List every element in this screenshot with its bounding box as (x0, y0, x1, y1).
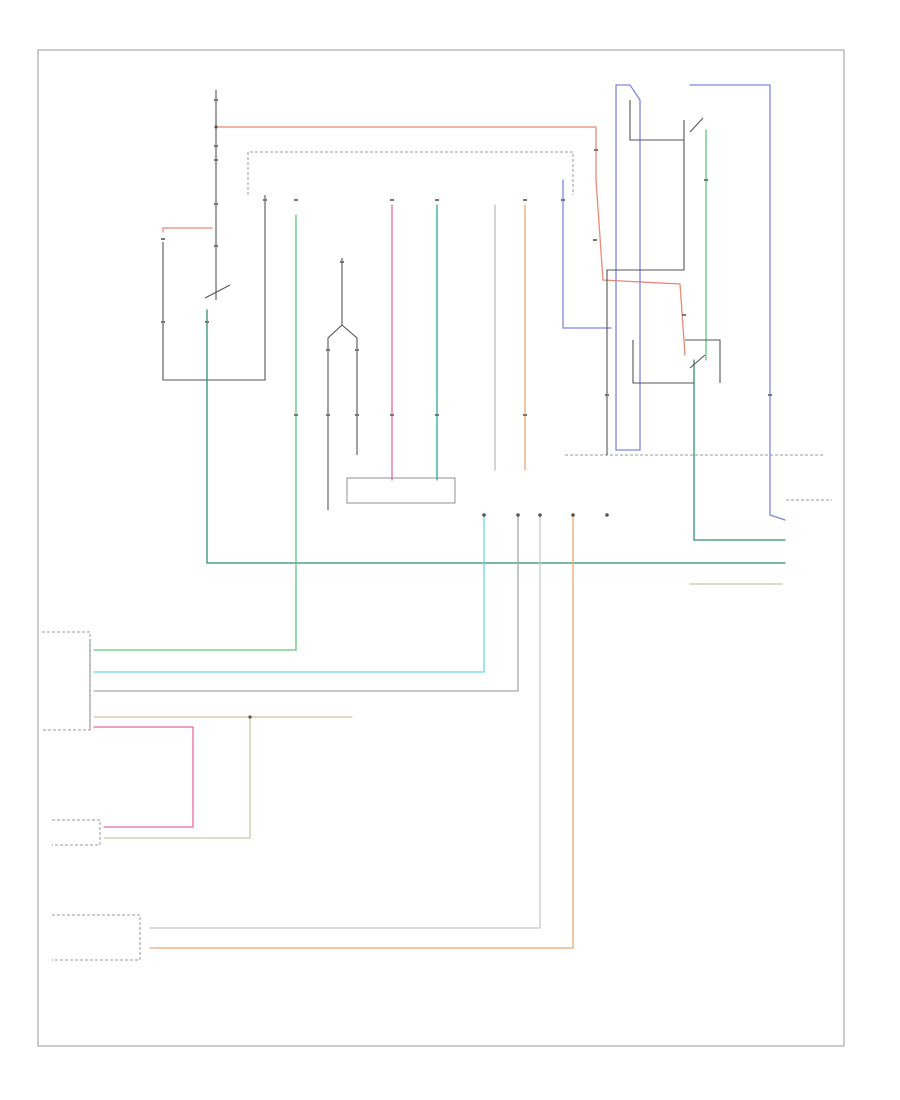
pin-ticks (161, 99, 772, 416)
dark-green-right (693, 359, 786, 541)
dot (571, 513, 575, 517)
blue-loop-wire (615, 84, 641, 451)
dot (605, 513, 609, 517)
green-left-module-wire (93, 214, 297, 651)
blue-center-wire (562, 179, 612, 329)
dot (538, 513, 542, 517)
module-boundary-left-3 (52, 914, 141, 961)
orange-long-wire (149, 514, 574, 949)
relay-arm-upper (689, 117, 704, 133)
switch-arm (204, 284, 231, 299)
tan-wire (93, 716, 353, 839)
gray-long-wire (149, 514, 541, 929)
left-switch-red (162, 227, 213, 233)
blue-right-wire (689, 84, 786, 521)
dot (516, 513, 520, 517)
module-boundary-top (247, 151, 574, 195)
connector-dots (214, 125, 609, 719)
dot (248, 715, 252, 719)
module-boundary-left-2 (52, 819, 101, 846)
left-switch-black (162, 195, 266, 381)
dot (482, 513, 486, 517)
relay-black-lower (632, 339, 721, 384)
pressure-transducer-box (346, 477, 456, 504)
relay-black-right (606, 100, 685, 455)
diagram-frame (37, 49, 845, 1047)
power-wire-red (215, 126, 686, 356)
sensor-loop (327, 258, 358, 510)
gray-wire (93, 514, 519, 692)
module-boundary-left (42, 631, 91, 731)
dark-green-bus (206, 309, 786, 564)
cyan-wire (93, 514, 485, 673)
relay-arm-lower (689, 354, 706, 369)
dot (214, 125, 218, 129)
pink-left-wire (93, 726, 194, 828)
